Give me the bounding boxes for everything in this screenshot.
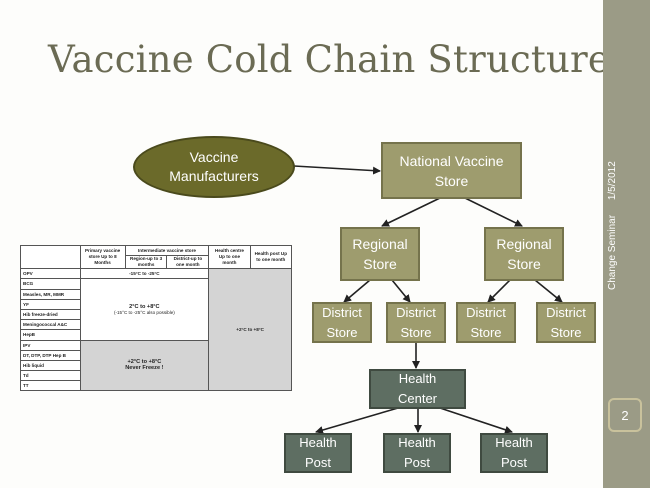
vaccine-name: IPV xyxy=(20,339,81,351)
node-vaccine-manufacturers: Vaccine Manufacturers xyxy=(133,136,295,198)
vaccine-name: Hib freeze-dried xyxy=(20,308,81,321)
header-region: Region-up to 3 months xyxy=(124,255,168,270)
group1-note: (-15°C to -25°C also possible) xyxy=(113,309,175,315)
header-health-post: Health post Up to one month xyxy=(249,244,293,270)
edge-regional2-district4 xyxy=(534,279,563,303)
node-regional-store-1: Regional Store xyxy=(340,227,420,281)
node-label: Regional Store xyxy=(496,236,552,272)
node-label: District Store xyxy=(396,304,436,340)
node-label: District Store xyxy=(466,304,506,340)
vaccine-name: Hib liquid xyxy=(20,359,81,372)
edge-manufacturer-national xyxy=(293,165,381,175)
edge-regional1-district1 xyxy=(343,279,371,303)
edge-national-regional1 xyxy=(381,197,441,227)
node-health-post-3: Health Post xyxy=(480,433,548,473)
node-label: Regional Store xyxy=(352,236,408,272)
node-district-store-2: District Store xyxy=(386,302,446,343)
vaccine-name: HepB xyxy=(20,329,81,341)
node-label: District Store xyxy=(322,304,362,340)
group2-range: +2°C to +8°C xyxy=(127,359,162,366)
vaccine-name: Measles, MR, MMR xyxy=(20,288,81,300)
header-vaccine xyxy=(20,244,81,270)
vaccine-name: Td xyxy=(20,370,81,382)
group1-cell: 2°C to +8°C (-15°C to -25°C also possibl… xyxy=(79,278,210,341)
opv-range: -15°C to -25°C xyxy=(79,268,210,280)
node-label: Health Post xyxy=(299,435,337,470)
node-district-store-4: District Store xyxy=(536,302,596,343)
vaccine-name: Meningococcal A&C xyxy=(20,319,81,331)
node-regional-store-2: Regional Store xyxy=(484,227,564,281)
page-number: 2 xyxy=(608,398,642,432)
group1-range: 2°C to +8°C xyxy=(129,303,160,310)
node-national-vaccine-store: National Vaccine Store xyxy=(381,142,522,199)
vaccine-name: YF xyxy=(20,298,81,310)
group2-cell: +2°C to +8°C Never Freeze ! xyxy=(79,339,210,392)
header-primary: Primary vaccine store Up to 8 Months xyxy=(79,244,126,270)
edge-healthcenter-post3 xyxy=(439,407,513,434)
slide-title: Vaccine Cold Chain Structure xyxy=(48,38,610,81)
node-label: District Store xyxy=(546,304,586,340)
storage-temperature-table: Primary vaccine store Up to 8 Months Int… xyxy=(20,244,293,392)
node-health-post-1: Health Post xyxy=(284,433,352,473)
edge-national-regional2 xyxy=(464,197,523,227)
node-label: Health Post xyxy=(398,435,436,470)
vaccine-name: TT xyxy=(20,380,81,392)
edge-healthcenter-post1 xyxy=(315,407,399,434)
vaccine-name: DT, DTP, DTP Hep B xyxy=(20,349,81,361)
node-health-center: Health Center xyxy=(369,369,466,409)
node-label: Vaccine Manufacturers xyxy=(169,149,259,184)
edge-regional1-district2 xyxy=(391,279,411,303)
header-intermediate: Intermediate vaccine store xyxy=(124,244,210,257)
right-range: +2°C to +8°C xyxy=(208,268,292,392)
group2-note: Never Freeze ! xyxy=(125,365,164,372)
node-district-store-3: District Store xyxy=(456,302,516,343)
node-label: National Vaccine Store xyxy=(399,152,504,189)
node-label: Health Center xyxy=(397,371,438,406)
vaccine-name: OPV xyxy=(20,268,81,280)
node-health-post-2: Health Post xyxy=(383,433,451,473)
edge-regional2-district3 xyxy=(487,279,511,303)
header-health-centre: Health centre Up to one month xyxy=(208,244,251,270)
node-district-store-1: District Store xyxy=(312,302,372,343)
vaccine-name: BCG xyxy=(20,278,81,290)
header-district: District-up to one month xyxy=(166,255,210,270)
node-label: Health Post xyxy=(495,435,533,470)
